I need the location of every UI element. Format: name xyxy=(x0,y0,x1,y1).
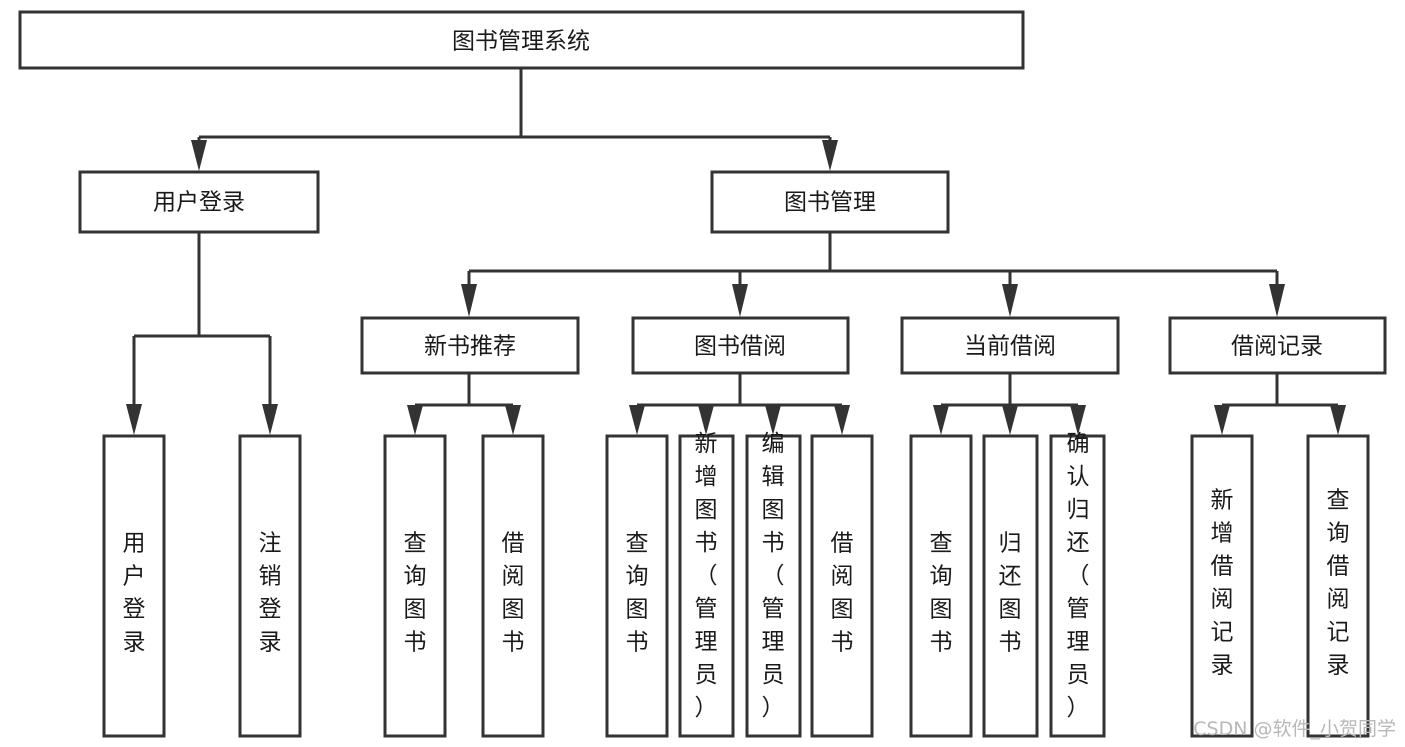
leaf-borrow-query-book-label: 查询图书 xyxy=(626,531,649,656)
node-book-borrow-box xyxy=(631,316,850,375)
node-book-borrow-label: 图书借阅 xyxy=(694,334,786,360)
arrow-to-leaf-logout xyxy=(262,404,278,435)
node-book-management[interactable]: 图书管理 xyxy=(710,170,950,234)
arrow-borrow-leaf-2 xyxy=(698,405,714,435)
leaf-newbook-query-book-box xyxy=(383,434,447,738)
node-root-label: 图书管理系统 xyxy=(452,29,590,55)
arrow-to-user-login xyxy=(191,140,207,171)
leaf-edit-book-admin[interactable]: 编辑图书（管理员） xyxy=(745,431,802,738)
leaf-newbook-borrow-book[interactable]: 借阅图书 xyxy=(481,434,545,738)
arrow-current-leaf-3 xyxy=(1070,405,1086,435)
leaf-borrow-borrow-book-label: 借阅图书 xyxy=(831,531,854,656)
node-current-borrow-label: 当前借阅 xyxy=(964,334,1056,360)
leaf-borrow-query-book-box xyxy=(605,434,669,738)
node-new-book-recommend-label: 新书推荐 xyxy=(424,334,516,360)
leaf-return-book-label: 归还图书 xyxy=(999,531,1022,656)
arrow-newbook-leaf-1 xyxy=(407,405,423,435)
leaf-borrow-borrow-book[interactable]: 借阅图书 xyxy=(810,434,874,738)
leaf-confirm-return-admin-box xyxy=(1049,434,1106,738)
node-new-book-recommend-box xyxy=(360,316,580,375)
leaf-edit-book-admin-label: 编辑图书（管理员） xyxy=(762,431,785,721)
leaf-newbook-query-book-label: 查询图书 xyxy=(404,531,427,656)
node-user-login-box xyxy=(78,170,320,234)
arrow-to-current-borrow xyxy=(1002,284,1018,317)
leaf-current-query-book-label: 查询图书 xyxy=(930,531,953,656)
arrow-record-leaf-2 xyxy=(1330,405,1346,435)
leaf-add-book-admin[interactable]: 新增图书（管理员） xyxy=(678,431,735,738)
leaf-newbook-borrow-book-label: 借阅图书 xyxy=(502,531,525,656)
node-borrow-record-box xyxy=(1168,316,1387,375)
node-current-borrow[interactable]: 当前借阅 xyxy=(900,316,1120,375)
leaf-user-login-label: 用户登录 xyxy=(123,531,146,656)
leaf-query-borrow-record-box xyxy=(1306,434,1370,738)
leaf-add-borrow-record-label: 新增借阅记录 xyxy=(1211,488,1234,679)
node-new-book-recommend[interactable]: 新书推荐 xyxy=(360,316,580,375)
leaf-add-borrow-record[interactable]: 新增借阅记录 xyxy=(1190,434,1254,738)
leaf-edit-book-admin-box xyxy=(745,434,802,738)
leaf-return-book-box xyxy=(982,434,1039,738)
arrow-to-borrow-record xyxy=(1269,284,1285,317)
arrow-to-book-manage xyxy=(822,140,838,171)
leaf-confirm-return-admin-label: 确认归还（管理员） xyxy=(1067,431,1090,721)
leaf-query-borrow-record[interactable]: 查询借阅记录 xyxy=(1306,434,1370,738)
leaf-logout-label: 注销登录 xyxy=(259,531,282,656)
leaf-logout[interactable]: 注销登录 xyxy=(238,434,302,738)
node-root-box xyxy=(18,10,1025,70)
arrow-borrow-leaf-4 xyxy=(834,405,850,435)
leaf-add-borrow-record-box xyxy=(1190,434,1254,738)
arrow-borrow-leaf-1 xyxy=(629,405,645,435)
leaf-borrow-query-book[interactable]: 查询图书 xyxy=(605,434,669,738)
leaf-add-book-admin-label: 新增图书（管理员） xyxy=(695,431,718,721)
leaf-current-query-book[interactable]: 查询图书 xyxy=(909,434,973,738)
leaf-confirm-return-admin[interactable]: 确认归还（管理员） xyxy=(1049,431,1106,738)
csdn-watermark: CSDN @软件_小贺同学 xyxy=(1193,718,1396,740)
arrow-current-leaf-2 xyxy=(1002,405,1018,435)
leaf-query-borrow-record-label: 查询借阅记录 xyxy=(1327,488,1350,679)
arrow-to-new-book-rec xyxy=(461,284,477,317)
node-root-system[interactable]: 图书管理系统 xyxy=(18,10,1025,70)
arrow-borrow-leaf-3 xyxy=(765,405,781,435)
arrow-current-leaf-1 xyxy=(933,405,949,435)
arrow-to-leaf-user-login xyxy=(126,404,142,435)
leaf-logout-box xyxy=(238,434,302,738)
leaf-newbook-query-book[interactable]: 查询图书 xyxy=(383,434,447,738)
node-borrow-record[interactable]: 借阅记录 xyxy=(1168,316,1387,375)
node-book-management-label: 图书管理 xyxy=(784,190,876,216)
node-user-login[interactable]: 用户登录 xyxy=(78,170,320,234)
node-borrow-record-label: 借阅记录 xyxy=(1231,334,1323,360)
arrow-record-leaf-1 xyxy=(1214,405,1230,435)
arrow-newbook-leaf-2 xyxy=(505,405,521,435)
node-book-borrow[interactable]: 图书借阅 xyxy=(631,316,850,375)
leaf-return-book[interactable]: 归还图书 xyxy=(982,434,1039,738)
leaf-newbook-borrow-book-box xyxy=(481,434,545,738)
leaf-user-login-box xyxy=(102,434,166,738)
edge-layer xyxy=(126,68,1346,435)
leaf-user-login[interactable]: 用户登录 xyxy=(102,434,166,738)
leaf-add-book-admin-box xyxy=(678,434,735,738)
arrow-to-book-borrow xyxy=(732,284,748,317)
node-book-management-box xyxy=(710,170,950,234)
node-current-borrow-box xyxy=(900,316,1120,375)
node-user-login-label: 用户登录 xyxy=(153,190,245,216)
leaf-current-query-book-box xyxy=(909,434,973,738)
leaf-borrow-borrow-book-box xyxy=(810,434,874,738)
